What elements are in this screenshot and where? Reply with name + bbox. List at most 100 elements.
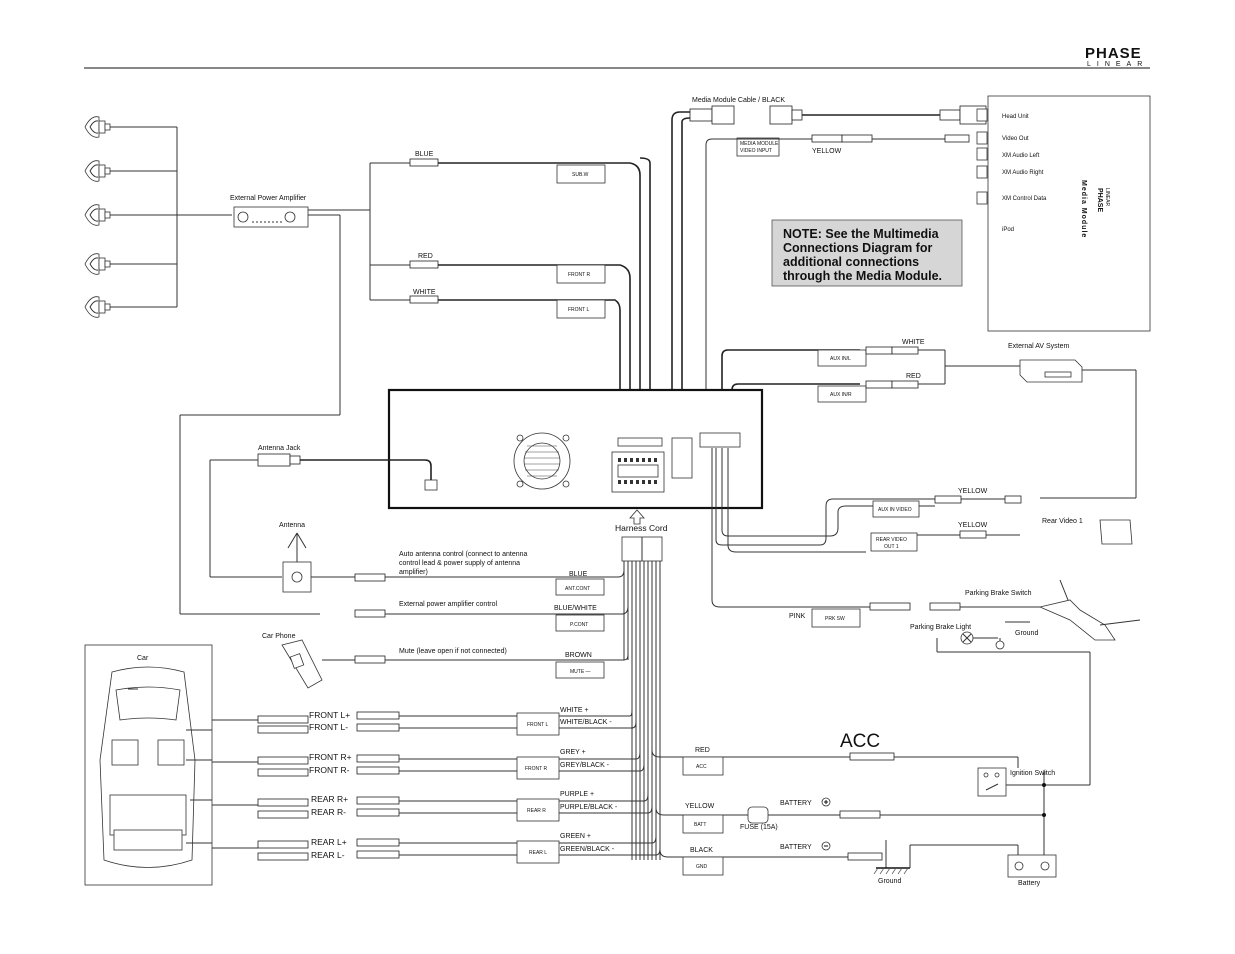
grey-plus-label: GREY + bbox=[560, 749, 586, 756]
car-label: Car bbox=[137, 655, 149, 662]
prk-sw-box: PRK SW bbox=[825, 616, 845, 622]
ignition-label: Ignition Switch bbox=[1010, 770, 1055, 777]
ext-pa-ctrl-label: External power amplifier control bbox=[399, 601, 497, 608]
rear-video-out-2: OUT 1 bbox=[884, 544, 899, 550]
yellow-batt-label: YELLOW bbox=[685, 803, 715, 810]
speaker-array bbox=[84, 116, 232, 318]
auto-ant-3: amplifier) bbox=[399, 569, 428, 576]
yellow-aux-label: YELLOW bbox=[958, 488, 988, 495]
external-power-amplifier: External Power Amplifier bbox=[179, 195, 341, 615]
front-rm-label: FRONT R- bbox=[309, 765, 350, 775]
green-plus-label: GREEN + bbox=[560, 833, 591, 840]
ext-amp-label: External Power Amplifier bbox=[230, 195, 307, 202]
note-line-1: NOTE: See the Multimedia bbox=[783, 227, 940, 241]
battery-plus-label: BATTERY bbox=[780, 800, 812, 807]
mm-port-xm-left: XM Audio Left bbox=[1002, 153, 1040, 159]
rear-video-out-1: REAR VIDEO bbox=[876, 537, 907, 543]
aux-inl-box: AUX IN/L bbox=[830, 356, 851, 362]
brand-top: PHASE bbox=[1085, 45, 1142, 62]
front-lp-label: FRONT L+ bbox=[309, 710, 350, 720]
rca-outputs: BLUE RED WHITE SUB.W FRONT R FRONT L bbox=[308, 151, 651, 440]
ground-pb-label: Ground bbox=[1015, 630, 1038, 637]
brown-label: BROWN bbox=[565, 652, 592, 659]
purple-plus-label: PURPLE + bbox=[560, 791, 594, 798]
red-acc-label: RED bbox=[695, 747, 710, 754]
mm-port-xm-right: XM Audio Right bbox=[1002, 170, 1044, 176]
aux-in-video-box: AUX IN VIDEO bbox=[878, 507, 912, 513]
note-line-3: additional connections bbox=[783, 255, 919, 269]
front-l-box: FRONT L bbox=[568, 307, 590, 313]
ground2-label: Ground bbox=[878, 878, 901, 885]
note-line-2: Connections Diagram for bbox=[783, 241, 932, 255]
mm-brand-sub: LINEAR bbox=[1104, 188, 1110, 206]
front-r-box: FRONT R bbox=[568, 272, 591, 278]
rear-lm-label: REAR L- bbox=[311, 850, 345, 860]
white-label: WHITE bbox=[413, 289, 436, 296]
ext-av-label: External AV System bbox=[1008, 343, 1070, 350]
control-wires: Auto antenna control (connect to antenna… bbox=[262, 551, 629, 689]
car: Car bbox=[84, 644, 213, 886]
external-av-system: External AV System bbox=[1008, 343, 1137, 499]
battery-minus-label: BATTERY bbox=[780, 844, 812, 851]
speaker-wires: FRONT L+ FRONT L- FRONT L WHITE + WHITE/… bbox=[212, 707, 661, 864]
brand-bottom: LINEAR bbox=[1087, 61, 1148, 68]
mm-port-video-out: Video Out bbox=[1002, 136, 1029, 142]
harness-label: Harness Cord bbox=[615, 523, 668, 533]
media-video-input-1: MEDIA MODULE bbox=[740, 141, 779, 147]
parking-brake-switch-label: Parking Brake Switch bbox=[965, 590, 1032, 597]
pink-label: PINK bbox=[789, 613, 806, 620]
power-wires: ACC ACC RED Ignition Switch BATT YELLOW … bbox=[651, 561, 1057, 887]
auto-ant-2: control lead & power supply of antenna bbox=[399, 560, 520, 567]
speaker-icon bbox=[84, 116, 177, 138]
rear-r-speaker-box: REAR R bbox=[527, 808, 546, 814]
parking-brake-light-label: Parking Brake Light bbox=[910, 624, 971, 631]
note-box: NOTE: See the Multimedia Connections Dia… bbox=[771, 219, 963, 287]
media-module: Head Unit Video Out XM Audio Left XM Aud… bbox=[976, 95, 1151, 332]
battery-label: Battery bbox=[1018, 880, 1041, 887]
mm-brand: PHASE bbox=[1096, 188, 1103, 212]
purple-black-label: PURPLE/BLACK - bbox=[560, 804, 618, 811]
acc-box: ACC bbox=[696, 764, 707, 770]
mm-port-xm-control: XM Control Data bbox=[1002, 196, 1047, 202]
aux-red-label: RED bbox=[906, 373, 921, 380]
p-cont-box: P.CONT bbox=[570, 622, 588, 628]
green-black-label: GREEN/BLACK - bbox=[560, 846, 615, 853]
brand-logo: PHASE LINEAR bbox=[1085, 45, 1148, 68]
mute-desc-label: Mute (leave open if not connected) bbox=[399, 648, 507, 655]
parking-brake: PRK SW PINK Parking Brake Switch Parking… bbox=[789, 579, 1141, 786]
rear-lp-label: REAR L+ bbox=[311, 837, 347, 847]
rear-rm-label: REAR R- bbox=[311, 807, 346, 817]
antenna-label: Antenna bbox=[279, 522, 305, 529]
front-rp-label: FRONT R+ bbox=[309, 752, 352, 762]
antenna-jack: Antenna Jack bbox=[209, 445, 432, 578]
media-module-cable: Media Module Cable / BLACK MEDIA MODULE … bbox=[671, 97, 987, 440]
video-outputs: AUX IN VIDEO YELLOW REAR VIDEO OUT 1 YEL… bbox=[711, 448, 1133, 608]
aux-white-label: WHITE bbox=[902, 339, 925, 346]
grey-black-label: GREY/BLACK - bbox=[560, 762, 610, 769]
media-cable-label: Media Module Cable / BLACK bbox=[692, 97, 785, 104]
white-black-label: WHITE/BLACK - bbox=[560, 719, 612, 726]
mute-box: MUTE — bbox=[570, 669, 591, 675]
mm-port-head-unit: Head Unit bbox=[1002, 114, 1029, 120]
speaker-icon bbox=[84, 160, 177, 182]
front-lm-label: FRONT L- bbox=[309, 722, 348, 732]
white-plus-label: WHITE + bbox=[560, 707, 589, 714]
blue-ant-label: BLUE bbox=[569, 571, 588, 578]
yellow-rear-label: YELLOW bbox=[958, 522, 988, 529]
mm-title: Media Module bbox=[1080, 180, 1087, 238]
rear-l-speaker-box: REAR L bbox=[529, 850, 547, 856]
aux-inputs: AUX IN/L AUX IN/R WHITE RED bbox=[721, 339, 1020, 440]
black-label: BLACK bbox=[690, 847, 713, 854]
car-phone-label: Car Phone bbox=[262, 633, 296, 640]
rear-rp-label: REAR R+ bbox=[311, 794, 348, 804]
antenna-jack-label: Antenna Jack bbox=[258, 445, 301, 452]
blue-label: BLUE bbox=[415, 151, 434, 158]
yellow-top-label: YELLOW bbox=[812, 148, 842, 155]
subw-box: SUB.W bbox=[572, 172, 589, 178]
gnd-box: GND bbox=[696, 864, 708, 870]
head-unit bbox=[387, 388, 764, 510]
antenna: Antenna bbox=[279, 522, 355, 593]
mm-port-ipod: iPod bbox=[1002, 227, 1014, 233]
rear-video-1-label: Rear Video 1 bbox=[1042, 518, 1083, 525]
